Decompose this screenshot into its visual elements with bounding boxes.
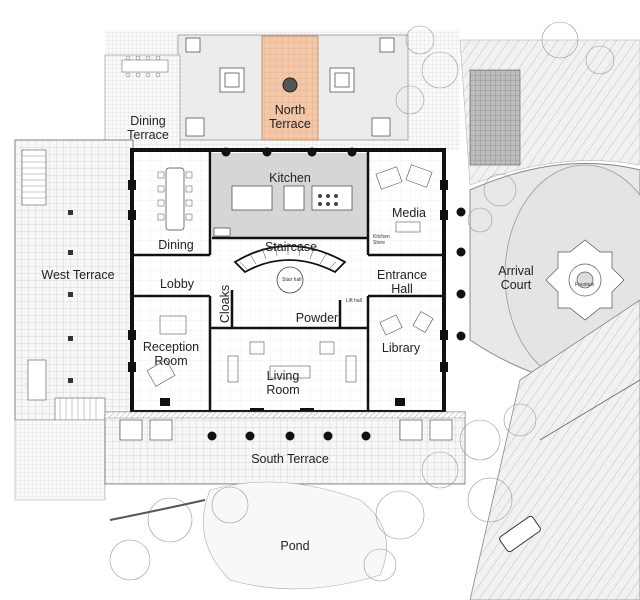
label-staircase: Staircase: [264, 240, 318, 254]
label-reception-room: Reception Room: [140, 340, 202, 368]
label-stair-hall: Stair hall: [282, 277, 302, 283]
label-dining-terrace-line1: Dining: [130, 114, 166, 128]
label-lift-hall: Lift hall: [346, 298, 362, 304]
label-dining-terrace-line2: Terrace: [127, 128, 169, 142]
label-entrance-hall: Entrance Hall: [370, 268, 434, 296]
label-powder: Powder: [295, 311, 339, 325]
west-terrace-posts: [68, 210, 73, 383]
west-stairs: [21, 149, 106, 421]
label-living-room-line2: Room: [266, 383, 300, 397]
label-reception-room-line1: Reception: [142, 340, 200, 354]
interior-walls: [132, 150, 444, 412]
fountain: [545, 239, 625, 321]
label-west-terrace: West Terrace: [41, 268, 115, 282]
label-kitchen: Kitchen: [269, 171, 311, 185]
south-columns: [207, 431, 371, 441]
label-dining: Dining: [158, 238, 194, 252]
label-dining-terrace: Dining Terrace: [118, 114, 178, 142]
label-north-terrace: North Terrace: [262, 103, 318, 131]
staircase: [233, 245, 347, 274]
label-south-terrace: South Terrace: [251, 452, 329, 466]
label-library: Library: [381, 341, 421, 355]
label-arrival-court-line2: Court: [500, 278, 532, 292]
label-living-room-line1: Living: [266, 369, 300, 383]
driveway: [469, 299, 640, 600]
label-entrance-hall-line1: Entrance: [376, 268, 428, 282]
label-north-terrace-line2: Terrace: [269, 117, 311, 131]
north-planters: [185, 37, 395, 137]
car: [499, 515, 541, 553]
label-entrance-hall-line2: Hall: [391, 282, 413, 296]
label-cloaks: Cloaks: [218, 284, 232, 324]
label-kitchen-store: Kitchen Store: [373, 234, 390, 246]
label-arrival-court-line1: Arrival: [498, 264, 534, 278]
columns: [221, 147, 466, 341]
pond: [203, 481, 387, 590]
label-fountain: Fountain: [575, 282, 595, 288]
label-north-terrace-line1: North: [274, 103, 306, 117]
label-reception-room-line2: Room: [154, 354, 188, 368]
kitchen-fixtures: [213, 185, 353, 237]
label-living-room: Living Room: [258, 369, 308, 397]
label-media: Media: [391, 206, 427, 220]
trees: [109, 21, 615, 582]
label-lobby: Lobby: [159, 277, 195, 291]
label-arrival-court: Arrival Court: [488, 264, 544, 292]
label-pond: Pond: [280, 539, 310, 553]
dining-table: [165, 167, 185, 231]
